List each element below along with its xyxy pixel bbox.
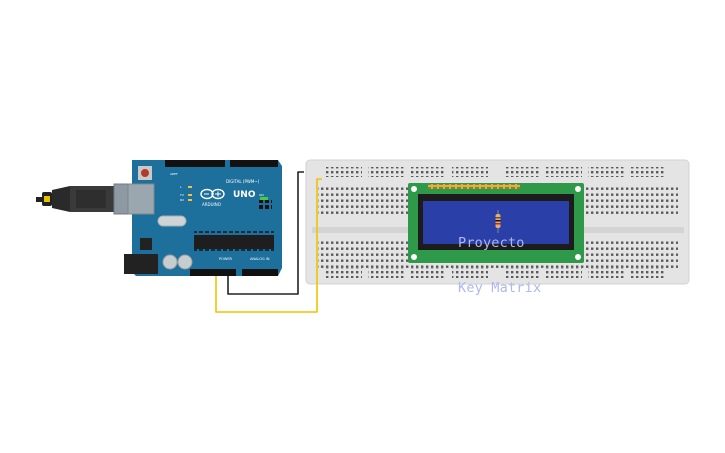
lcd-mount-hole xyxy=(411,186,417,192)
lcd-line-2: Key Matrix xyxy=(458,280,542,296)
usb-cable[interactable] xyxy=(36,183,155,215)
lcd-module[interactable] xyxy=(408,183,584,263)
tx-led xyxy=(188,194,192,196)
model-label: UNO xyxy=(233,190,256,200)
lcd-line-1: Proyecto xyxy=(458,235,525,251)
signal-wire[interactable] xyxy=(215,178,322,313)
arduino-uno[interactable]: DIGITAL (PWM~) AREF UNO ARDUINO L TX RX … xyxy=(36,160,282,276)
l-led xyxy=(188,186,192,188)
reset-button-cap xyxy=(141,169,149,177)
resistor[interactable] xyxy=(495,210,501,233)
analog-label: ANALOG IN xyxy=(250,257,270,261)
capacitor xyxy=(162,254,178,270)
power-label: POWER xyxy=(219,257,233,261)
lcd-mount-hole xyxy=(411,254,417,260)
on-led xyxy=(260,197,268,200)
on-label: ON xyxy=(259,193,264,197)
brand-label: ARDUINO xyxy=(202,202,221,207)
digital-label: DIGITAL (PWM~) xyxy=(226,179,260,184)
breadboard-bottom-rail xyxy=(326,268,666,278)
power-jack xyxy=(124,254,158,274)
aref-label: AREF xyxy=(170,172,178,176)
rx-led xyxy=(188,199,192,201)
lcd-mount-hole xyxy=(575,254,581,260)
lcd-mount-hole xyxy=(575,186,581,192)
atmega-chip xyxy=(194,235,274,249)
crystal xyxy=(157,215,187,227)
lcd-header-pins xyxy=(428,184,520,189)
icsp-header xyxy=(258,200,272,210)
capacitor xyxy=(177,254,193,270)
gnd-wire[interactable] xyxy=(227,171,304,295)
breadboard-top-rail xyxy=(326,167,666,177)
tx-label: TX xyxy=(179,193,184,197)
voltage-regulator xyxy=(140,238,152,250)
arduino-logo xyxy=(200,188,225,200)
usb-jack xyxy=(127,183,155,215)
l-label: L xyxy=(180,185,182,189)
rx-label: RX xyxy=(180,198,184,202)
lcd-display-text: Proyecto Key Matrix xyxy=(458,206,576,311)
